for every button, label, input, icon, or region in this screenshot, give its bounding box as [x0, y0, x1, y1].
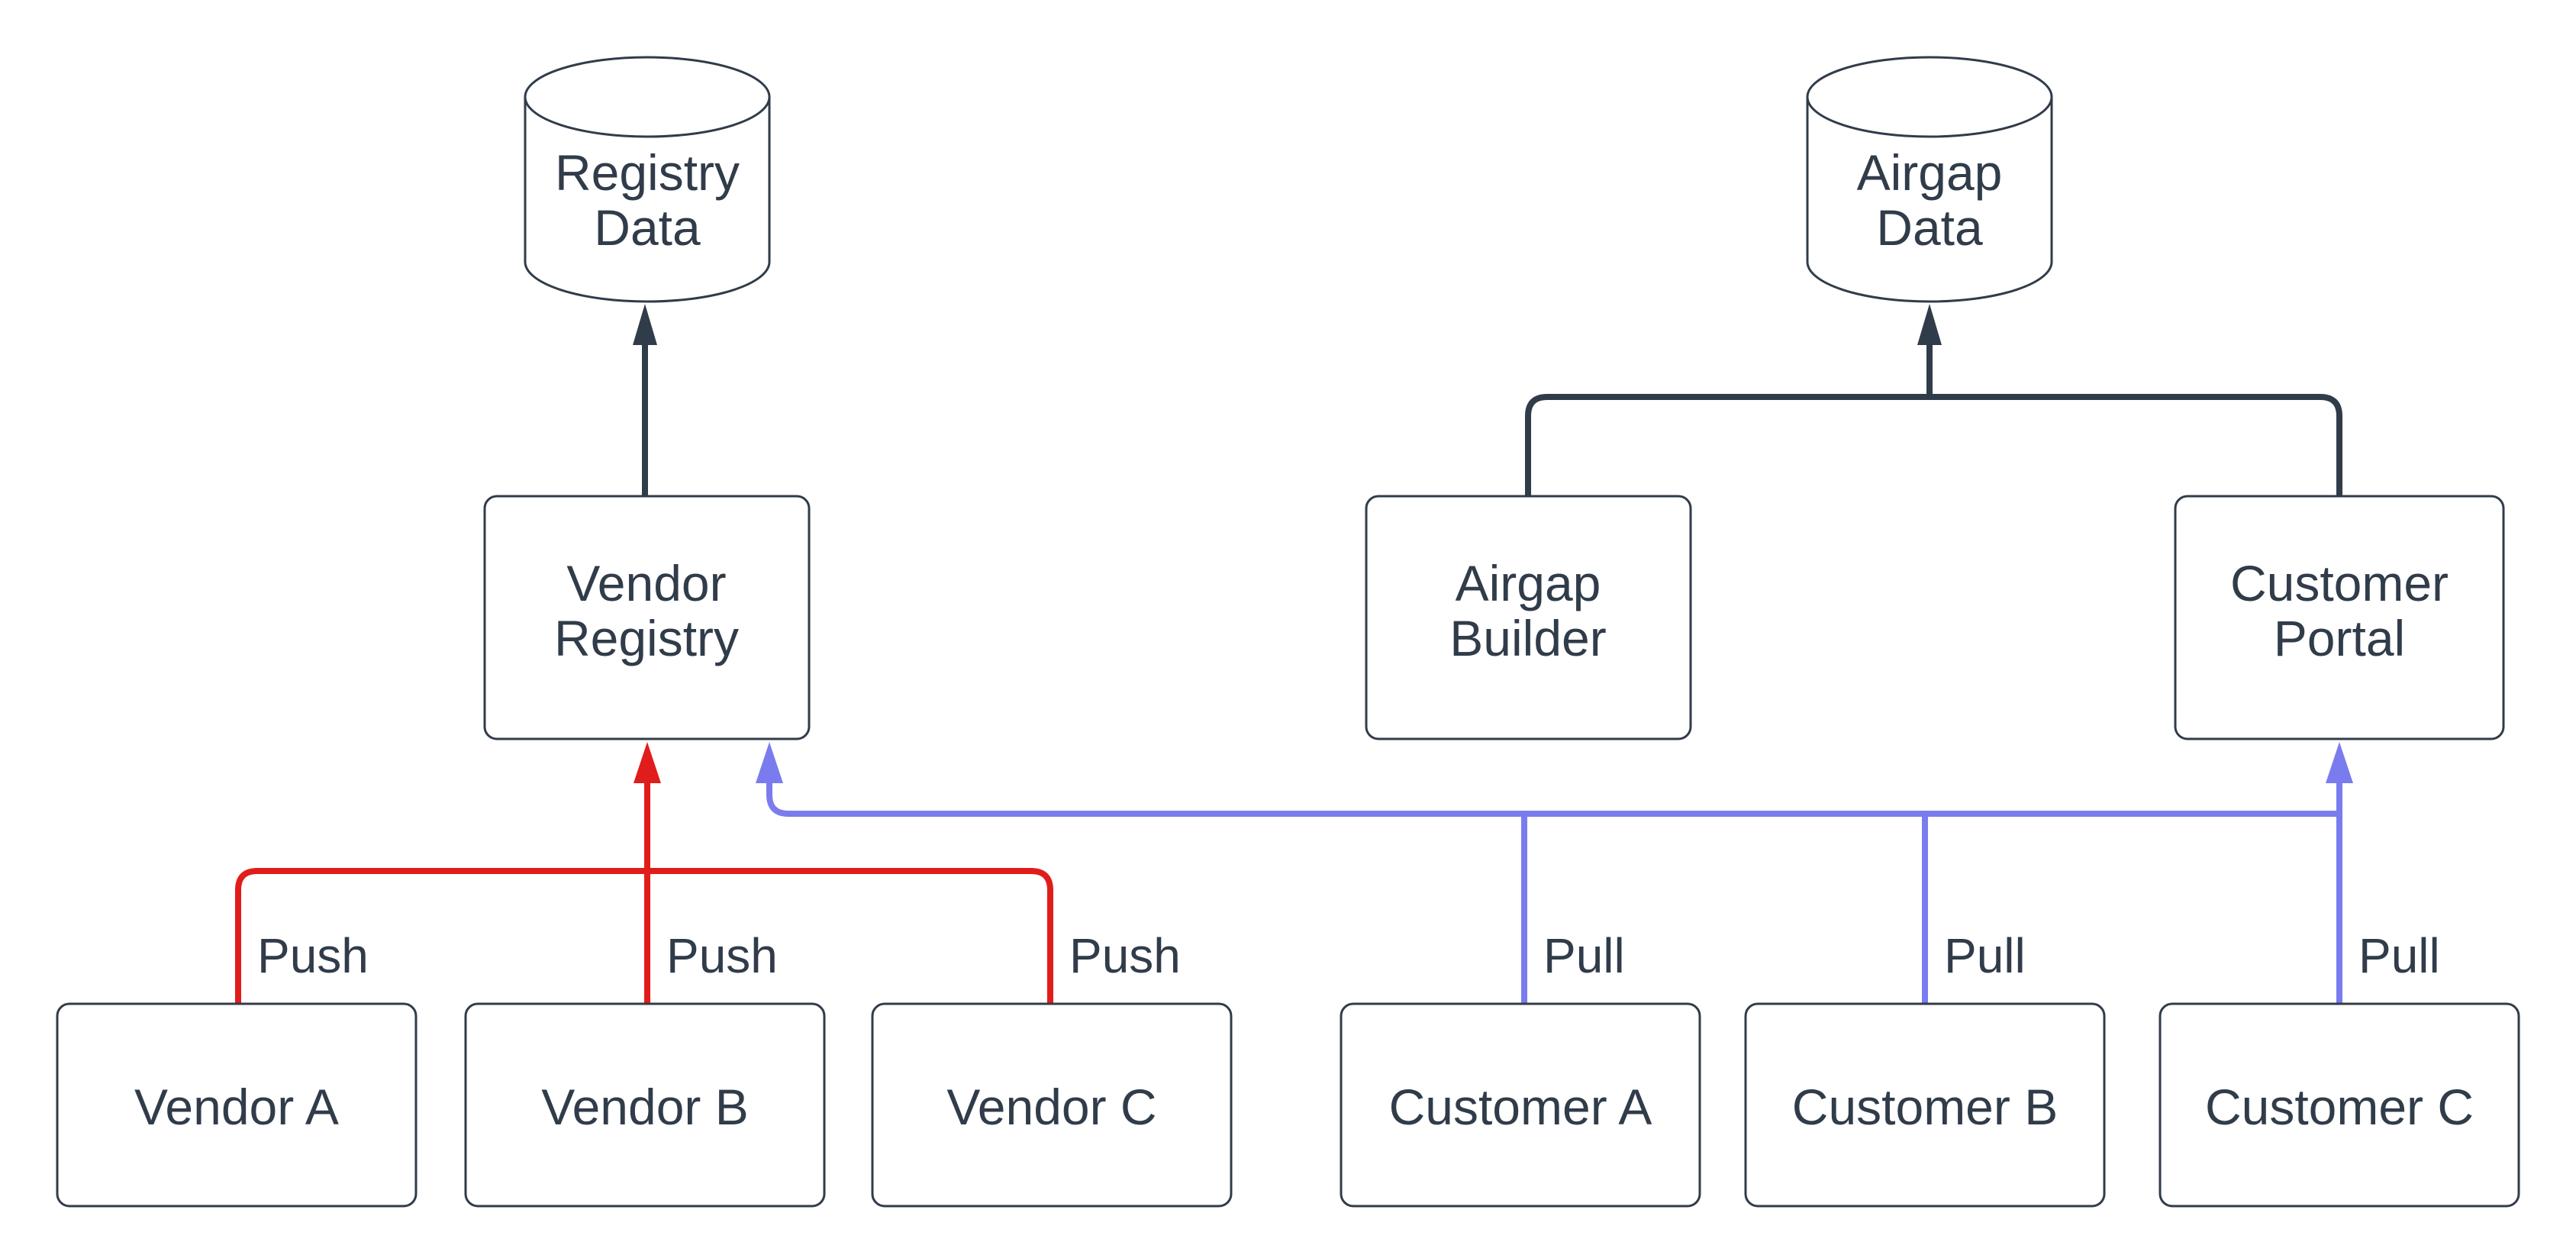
customer-c-label: Customer C: [2205, 1079, 2474, 1135]
dark-edges: [642, 342, 2342, 496]
vendor-registry-label-line2: Registry: [554, 610, 739, 666]
pull-label-customer-a: Pull: [1543, 928, 1625, 983]
airgap-data-label-line2: Data: [1876, 199, 1983, 256]
pull-label-customer-b: Pull: [1944, 928, 2026, 983]
customer-portal-box: [2174, 495, 2505, 740]
edge-vendor-c-push: [647, 868, 1053, 1004]
node-airgap-data: Airgap Data: [1806, 56, 2053, 303]
push-label-vendor-b: Push: [666, 928, 778, 983]
airgap-data-label-line1: Airgap: [1857, 144, 2003, 201]
customer-a-box: [1340, 1002, 1701, 1208]
airgap-data-cylinder-body: [1806, 95, 2053, 303]
node-customer-a: Customer A: [1340, 1002, 1701, 1208]
arrowhead-pull-into-customer-portal: [2326, 742, 2353, 783]
vendor-registry-label-line1: Vendor: [566, 555, 726, 611]
registry-data-label-line1: Registry: [555, 144, 740, 201]
node-registry-data: Registry Data: [524, 56, 771, 303]
customer-c-box: [2158, 1002, 2520, 1208]
node-airgap-builder: Airgap Builder: [1365, 495, 1692, 740]
customer-b-label: Customer B: [1792, 1079, 2058, 1135]
edge-labels: Push Push Push Pull Pull Pull: [257, 928, 2440, 983]
node-vendor-a: Vendor A: [56, 1002, 418, 1208]
vendor-b-label: Vendor B: [541, 1079, 749, 1135]
dark-arrowheads: [633, 304, 1942, 345]
edge-pull-trunk-to-vendor-registry: [766, 779, 2339, 817]
registry-data-label-line2: Data: [594, 199, 701, 256]
airgap-builder-label-line1: Airgap: [1456, 555, 1601, 611]
node-customer-c: Customer C: [2158, 1002, 2520, 1208]
arrowhead-push-into-vendor-registry: [634, 742, 661, 783]
node-customer-b: Customer B: [1744, 1002, 2106, 1208]
customer-portal-label-line1: Customer: [2230, 555, 2449, 611]
arrowhead-into-registry-data: [633, 304, 657, 345]
vendor-c-label: Vendor C: [946, 1079, 1156, 1135]
registry-data-cylinder-top: [524, 56, 771, 138]
edge-airgap-builder-to-airgap-data: [1525, 394, 1930, 496]
push-label-vendor-c: Push: [1069, 928, 1181, 983]
customer-a-label: Customer A: [1389, 1079, 1652, 1135]
customer-portal-label-line2: Portal: [2274, 610, 2405, 666]
vendor-a-box: [56, 1002, 418, 1208]
vendor-c-box: [871, 1002, 1233, 1208]
edge-customer-portal-to-airgap-data: [1930, 394, 2342, 496]
red-arrowheads: [634, 742, 661, 783]
airgap-data-cylinder-top: [1806, 56, 2053, 138]
airgap-builder-box: [1365, 495, 1692, 740]
pull-label-customer-c: Pull: [2358, 928, 2440, 983]
push-label-vendor-a: Push: [257, 928, 369, 983]
node-vendor-b: Vendor B: [464, 1002, 826, 1208]
vendor-b-box: [464, 1002, 826, 1208]
blue-pull-edges: [766, 779, 2342, 1004]
vendor-registry-box: [483, 495, 811, 740]
node-customer-portal: Customer Portal: [2174, 495, 2505, 740]
customer-b-box: [1744, 1002, 2106, 1208]
registry-data-cylinder-body: [524, 95, 771, 303]
node-vendor-c: Vendor C: [871, 1002, 1233, 1208]
blue-arrowheads: [756, 742, 2353, 783]
arrowhead-pull-into-vendor-registry: [756, 742, 783, 783]
node-vendor-registry: Vendor Registry: [483, 495, 811, 740]
red-push-edges: [235, 779, 1053, 1004]
vendor-a-label: Vendor A: [134, 1079, 339, 1135]
edge-vendor-a-push: [235, 868, 647, 1004]
airgap-builder-label-line2: Builder: [1449, 610, 1606, 666]
arrowhead-into-airgap-data: [1917, 304, 1942, 345]
